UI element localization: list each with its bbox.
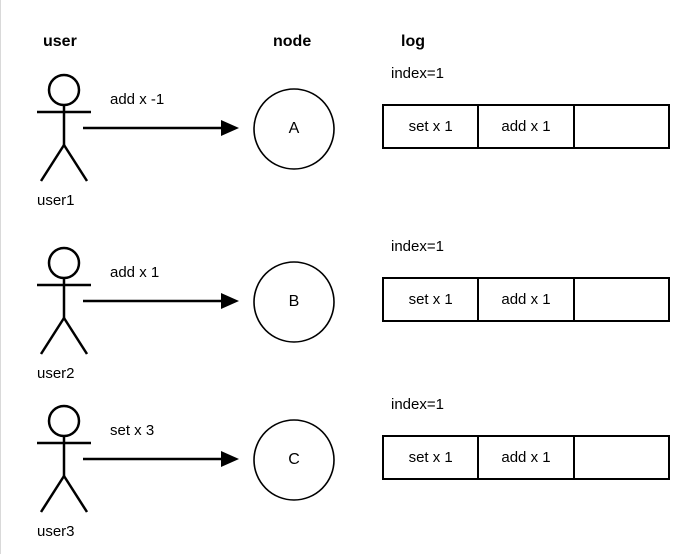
log-table: set x 1 add x 1: [382, 104, 670, 149]
arrow-label: add x 1: [110, 264, 160, 281]
node-label: A: [288, 120, 300, 137]
log-cell: add x 1: [479, 106, 575, 147]
column-header-log: log: [401, 33, 425, 50]
log-cell: set x 1: [384, 279, 480, 320]
stick-figure-icon: [37, 246, 91, 355]
log-cell-empty: [574, 106, 668, 147]
stick-figure-icon: [37, 404, 91, 513]
diagram-row: user1 add x -1 A index=1 set x 1 add x 1: [1, 41, 691, 209]
node-circle-icon: [253, 419, 335, 501]
diagram-row: user3 set x 3 C index=1 set x 1 add x 1: [1, 372, 691, 540]
node-label: C: [288, 451, 300, 468]
log-cell: add x 1: [479, 279, 575, 320]
log-cell-empty: [574, 437, 668, 478]
actor-label: user1: [37, 192, 75, 209]
arrow-right-icon: [83, 451, 239, 467]
log-index-label: index=1: [391, 65, 444, 82]
column-header-user: user: [43, 33, 77, 50]
arrow-right-icon: [83, 120, 239, 136]
arrow-right-icon: [83, 293, 239, 309]
actor-label: user3: [37, 523, 75, 540]
log-table: set x 1 add x 1: [382, 435, 670, 480]
stick-figure-icon: [37, 73, 91, 182]
log-cell-empty: [574, 279, 668, 320]
log-cell: set x 1: [384, 437, 480, 478]
log-cell: set x 1: [384, 106, 480, 147]
arrow-label: add x -1: [110, 91, 165, 108]
log-cell: add x 1: [479, 437, 575, 478]
log-index-label: index=1: [391, 396, 444, 413]
node-label: B: [288, 293, 300, 310]
diagram-row: user2 add x 1 B index=1 set x 1 add x 1: [1, 214, 691, 382]
log-index-label: index=1: [391, 238, 444, 255]
log-table: set x 1 add x 1: [382, 277, 670, 322]
actor-label: user2: [37, 365, 75, 382]
node-circle-icon: [253, 261, 335, 343]
column-header-node: node: [273, 33, 312, 50]
node-circle-icon: [253, 88, 335, 170]
arrow-label: set x 3: [110, 422, 155, 439]
